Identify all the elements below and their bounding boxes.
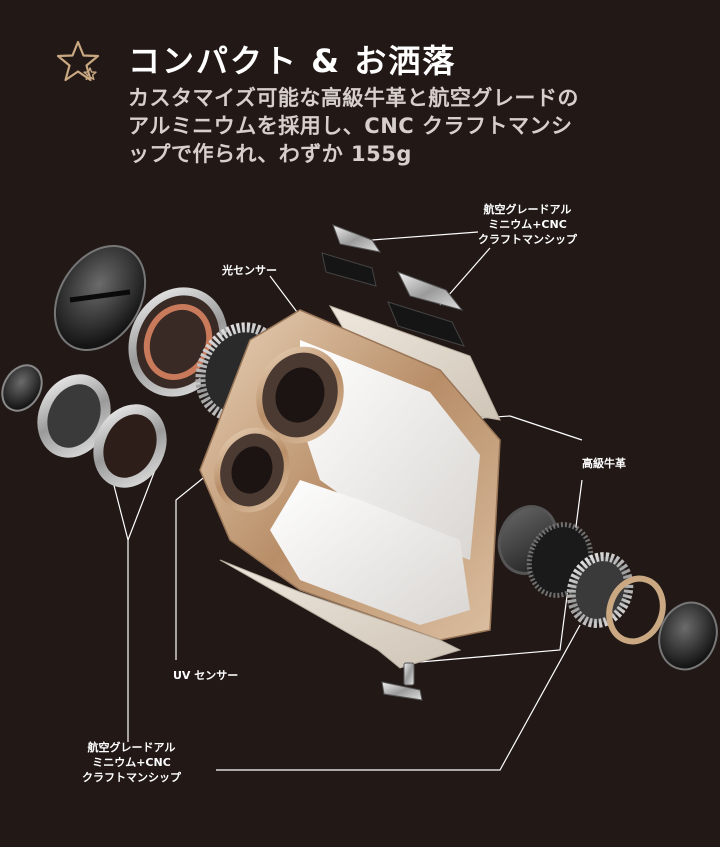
description-line: アルミニウムを採用し、CNC クラフトマンシ	[128, 114, 573, 138]
callout-uv-sensor: UV センサー	[173, 669, 239, 682]
callout-leather: 高級牛革	[582, 457, 626, 470]
callout-aluminum-bottom: 航空グレードアル ミニウム+CNC クラフトマンシップ	[82, 741, 181, 784]
product-description: カスタマイズ可能な高級牛革と航空グレードの アルミニウムを採用し、CNC クラフ…	[128, 84, 668, 168]
aluminum-clips	[321, 224, 465, 347]
callout-aluminum-top: 航空グレードアル ミニウム+CNC クラフトマンシップ	[478, 203, 577, 246]
page-title: コンパクト & お洒落	[128, 42, 457, 80]
callout-light-sensor: 光センサー	[222, 264, 277, 277]
rangefinder-body	[199, 309, 501, 641]
description-line: ップで作られ、わずか 155g	[128, 142, 412, 166]
callout-lines	[109, 231, 583, 771]
description-line: カスタマイズ可能な高級牛革と航空グレードの	[128, 86, 579, 110]
star-icon	[56, 40, 100, 82]
